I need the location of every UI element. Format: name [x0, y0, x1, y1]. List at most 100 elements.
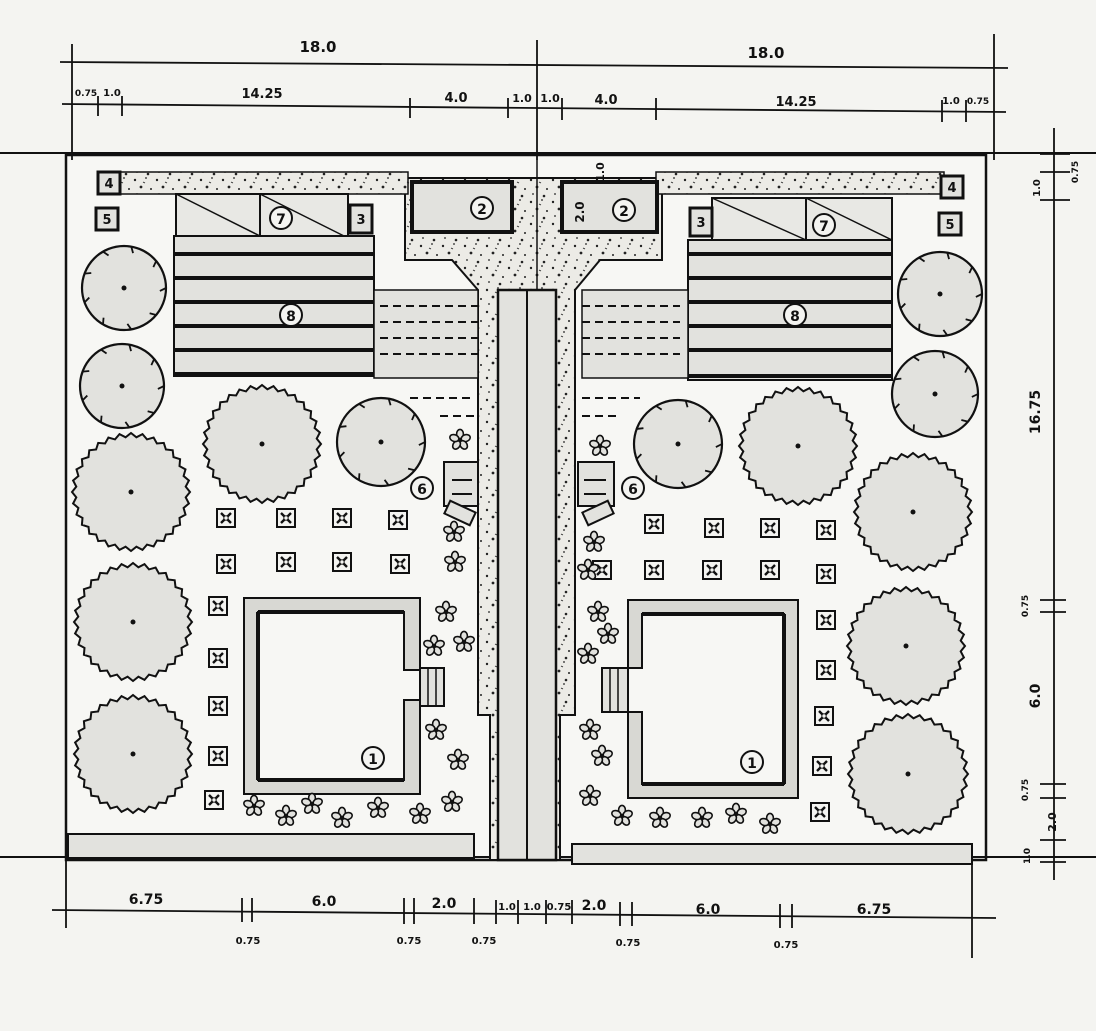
- bin-key-left: 3: [356, 213, 365, 228]
- tree-icon: [845, 585, 967, 707]
- flower-icon: [243, 794, 266, 816]
- shed-offset-dim: 1.0: [594, 162, 607, 182]
- dim-top-left-2: 14.25: [241, 87, 282, 102]
- shrub-icon: [644, 560, 664, 580]
- dim-bottom-minor-2: 0.75: [472, 936, 497, 947]
- dim-bottom-2: 2.0: [432, 896, 457, 912]
- flower-icon: [425, 718, 448, 740]
- dim-right-pool-4: 1.0: [1023, 848, 1033, 864]
- deck-right: 8: [687, 239, 893, 381]
- gate-key-left: 6: [417, 482, 427, 498]
- dim-bottom-5: 0.75: [547, 902, 572, 913]
- dim-bottom-minor-3: 0.75: [616, 938, 641, 949]
- carport-key-right: 7: [819, 219, 829, 235]
- flower-icon: [583, 530, 606, 552]
- flower-icon: [587, 600, 610, 622]
- shrub-icon: [704, 518, 724, 538]
- dim-right-pool-3: 2.0: [1046, 812, 1059, 832]
- shrub-icon: [810, 802, 830, 822]
- tree-icon: [70, 431, 192, 553]
- shrub-icon: [812, 756, 832, 776]
- flower-icon: [591, 744, 614, 766]
- gate-key-right: 6: [628, 482, 638, 498]
- flower-icon: [577, 558, 600, 580]
- shrub-icon: [216, 554, 236, 574]
- tree-icon: [737, 385, 859, 507]
- bin-left: 3: [348, 203, 374, 235]
- dim-top-left-1: 1.0: [103, 88, 121, 99]
- flower-icon: [691, 806, 714, 828]
- deck-key-left: 8: [286, 309, 296, 325]
- lamp-right: 4: [939, 174, 965, 200]
- dim-bottom-0: 6.75: [129, 892, 164, 908]
- dim-bottom-4: 1.0: [523, 902, 541, 913]
- shrub-icon: [760, 560, 780, 580]
- shrub-icon: [388, 510, 408, 530]
- dim-right-top-0: 1.0: [1032, 179, 1043, 197]
- shrub-icon: [216, 508, 236, 528]
- dim-top-overall-left: 18.0: [299, 38, 336, 56]
- pool-key-left: 1: [368, 752, 378, 768]
- carport-left: 7: [175, 193, 349, 237]
- top-gravel-border-right: [655, 171, 945, 195]
- dim-right-pool-2: 0.75: [1021, 779, 1031, 801]
- flower-icon: [367, 796, 390, 818]
- post-left: 5: [94, 206, 120, 232]
- tree-icon: [72, 561, 194, 683]
- flower-icon: [725, 802, 748, 824]
- dim-right-pool-0: 0.75: [1021, 595, 1031, 617]
- shed-key-left: 2: [477, 202, 487, 218]
- dim-top-right-1: 4.0: [594, 93, 617, 108]
- stepping-slats-left: [373, 289, 479, 417]
- bin-right: 3: [688, 206, 714, 238]
- shed-key-right: 2: [619, 204, 629, 220]
- shrub-icon: [760, 518, 780, 538]
- shrubs: [204, 508, 836, 822]
- flower-icon: [759, 812, 782, 834]
- tree-icon: [632, 398, 724, 490]
- flower-icon: [409, 802, 432, 824]
- dim-top-right-3: 1.0: [942, 96, 960, 107]
- flower-icon: [611, 804, 634, 826]
- dim-top-right-4: 0.75: [967, 97, 989, 107]
- tree-icon: [78, 342, 166, 430]
- tree-icon: [890, 349, 980, 439]
- dim-bottom-8: 6.75: [857, 902, 892, 918]
- dim-bottom-minor-4: 0.75: [774, 940, 799, 951]
- shrub-icon: [204, 790, 224, 810]
- deck-left: 8: [173, 235, 375, 377]
- dim-right-top-1: 0.75: [1071, 161, 1081, 183]
- dim-top-left-3: 4.0: [444, 91, 467, 106]
- post-key-left: 5: [102, 213, 111, 228]
- stepping-slats-right: [581, 289, 689, 417]
- flower-icon: [444, 550, 467, 572]
- trees: [70, 244, 984, 836]
- tree-icon: [80, 244, 168, 332]
- shrub-icon: [332, 552, 352, 572]
- shrub-icon: [816, 520, 836, 540]
- dim-right-pool-1: 6.0: [1028, 683, 1044, 708]
- flowers: [243, 428, 782, 834]
- shrub-icon: [644, 514, 664, 534]
- shrub-icon: [816, 660, 836, 680]
- carport-right: 7: [711, 197, 893, 241]
- flower-icon: [453, 630, 476, 652]
- lamp-key-left: 4: [104, 177, 113, 192]
- lamp-key-right: 4: [947, 181, 956, 196]
- flower-icon: [577, 642, 600, 664]
- dim-right-overall: 16.75: [1028, 390, 1044, 434]
- carport-key-left: 7: [276, 212, 286, 228]
- dimension-lines: [51, 34, 1070, 958]
- bench-left: [67, 833, 475, 859]
- shrub-icon: [390, 554, 410, 574]
- dim-bottom-1: 6.0: [312, 894, 337, 910]
- dim-top-left-4: 1.0: [512, 92, 532, 105]
- flower-icon: [447, 748, 470, 770]
- dim-top-right-2: 14.25: [775, 95, 816, 110]
- shrub-icon: [208, 596, 228, 616]
- bench-right: [571, 843, 973, 865]
- shrub-icon: [332, 508, 352, 528]
- dim-bottom-3: 1.0: [498, 902, 516, 913]
- tree-icon: [72, 693, 194, 815]
